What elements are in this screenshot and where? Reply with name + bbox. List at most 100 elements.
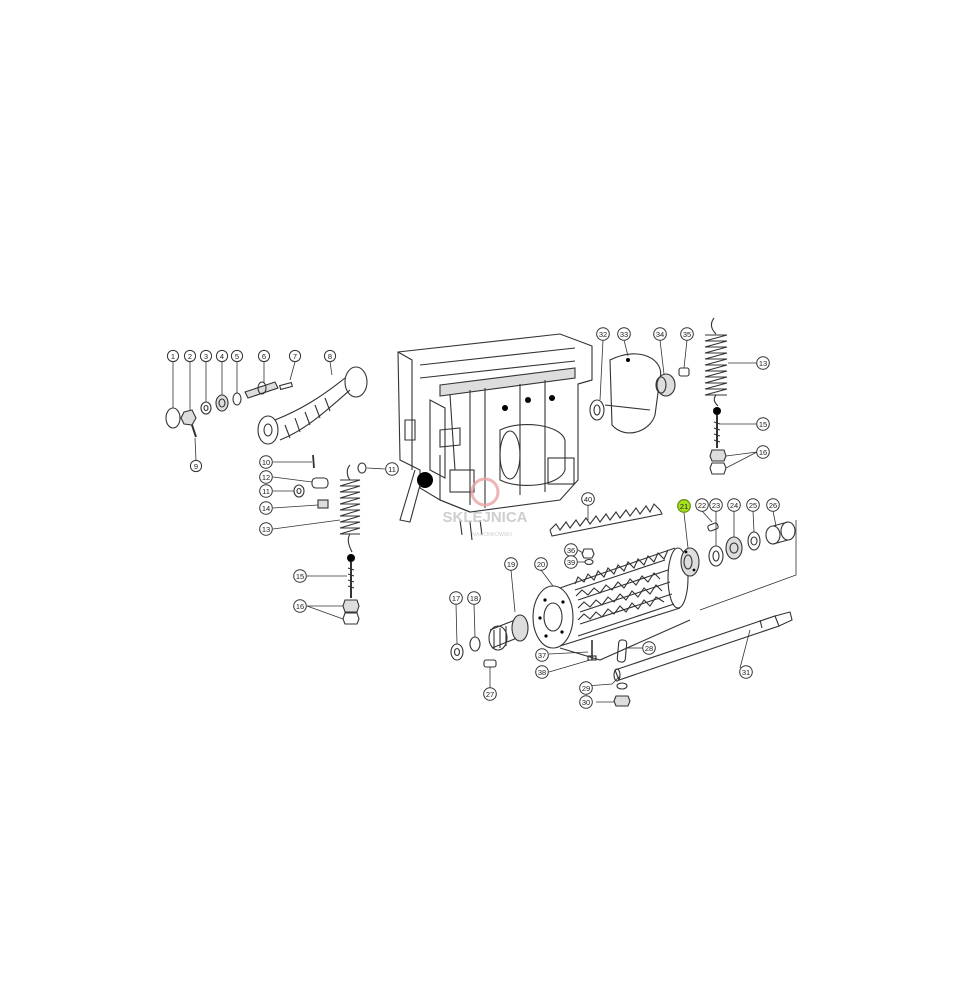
callout-7: 7: [288, 349, 302, 363]
part-11-washer-left: [293, 484, 305, 498]
part-1-cap: [165, 407, 181, 429]
callout-number: 8: [328, 352, 332, 361]
part-37-38-bolt: [587, 640, 597, 661]
callout-number: 32: [599, 330, 607, 339]
part-15-eyebolt-left: [347, 554, 355, 598]
callout-6: 6: [257, 349, 271, 363]
callout-number: 22: [698, 501, 706, 510]
callout-35: 35: [680, 327, 694, 341]
callout-number: 28: [645, 644, 653, 653]
callout-number: 1: [171, 352, 175, 361]
part-32-bearing-ring: [589, 399, 605, 421]
callout-21-highlighted: 21: [677, 499, 691, 513]
part-4-bearing: [215, 394, 229, 412]
callout-number: 16: [296, 602, 304, 611]
callout-13: 13: [756, 356, 770, 370]
callout-number: 16: [759, 448, 767, 457]
part-2-nut: [180, 409, 197, 426]
callout-9: 9: [189, 459, 203, 473]
callout-number: 30: [582, 698, 590, 707]
callout-number: 17: [452, 594, 460, 603]
callout-number: 34: [656, 330, 664, 339]
callout-circle: [385, 462, 399, 476]
part-3-washer: [200, 401, 212, 415]
callout-circle: [483, 687, 497, 701]
callout-circle: [166, 349, 180, 363]
callout-5: 5: [230, 349, 244, 363]
callout-circle: [257, 349, 271, 363]
callout-18: 18: [467, 591, 481, 605]
callout-circle: [642, 641, 656, 655]
part-16-nuts-left: [342, 599, 360, 625]
callout-31: 31: [739, 665, 753, 679]
callout-32: 32: [596, 327, 610, 341]
callout-circle: [739, 665, 753, 679]
callout-number: 21: [680, 502, 688, 511]
callout-circle: [189, 459, 203, 473]
part-27-bolt: [483, 659, 497, 668]
part-39-washer: [584, 558, 594, 566]
callout-25: 25: [746, 498, 760, 512]
callout-number: 31: [742, 668, 750, 677]
callout-number: 19: [507, 560, 515, 569]
watermark-text: SKLEJNICA: [442, 509, 527, 526]
part-9-pin: [191, 424, 197, 438]
part-15-eyebolt-right: [713, 407, 721, 448]
watermark-logo: [470, 477, 500, 507]
part-18-ring: [469, 636, 481, 652]
leader-lines: [172, 339, 797, 703]
callout-2: 2: [183, 349, 197, 363]
callout-circle: [680, 327, 694, 341]
watermark: SKLEJNICA MARCINKOWSKI: [442, 477, 528, 538]
part-34-bushing: [655, 373, 676, 397]
callout-circle: [535, 665, 549, 679]
callout-34: 34: [653, 327, 667, 341]
callout-number: 37: [538, 651, 546, 660]
callout-number: 24: [730, 501, 738, 510]
callout-22: 22: [695, 498, 709, 512]
callout-number: 11: [388, 465, 396, 474]
part-14-block: [317, 499, 329, 509]
callout-number: 36: [567, 546, 575, 555]
callout-19: 19: [504, 557, 518, 571]
main-frame-housing: [397, 333, 593, 541]
callout-20: 20: [534, 557, 548, 571]
part-21-flange: [680, 547, 700, 577]
callout-number: 13: [262, 525, 270, 534]
part-17-seal: [450, 643, 464, 661]
callout-12: 12: [259, 470, 273, 484]
callout-circle: [596, 327, 610, 341]
callout-40: 40: [581, 492, 595, 506]
callout-number: 6: [262, 352, 266, 361]
callout-number: 35: [683, 330, 691, 339]
callout-number: 18: [470, 594, 478, 603]
callout-circle: [215, 349, 229, 363]
callout-number: 7: [293, 352, 297, 361]
part-40-toothed-strip: [549, 503, 663, 537]
callout-1: 1: [166, 349, 180, 363]
callout-14: 14: [259, 501, 273, 515]
callout-number: 14: [262, 504, 270, 513]
part-5-ring: [232, 392, 242, 406]
callout-number: 2: [188, 352, 192, 361]
callout-number: 39: [567, 558, 575, 567]
callout-circle: [695, 498, 709, 512]
callout-number: 23: [712, 501, 720, 510]
callout-circle: [259, 484, 273, 498]
callout-number: 25: [749, 501, 757, 510]
callout-number: 9: [194, 462, 198, 471]
callout-circle: [653, 327, 667, 341]
part-19-hub: [488, 614, 529, 651]
part-35-bolt: [678, 367, 690, 377]
callout-circle: [746, 498, 760, 512]
part-30-nut: [613, 695, 631, 707]
callout-number: 40: [584, 495, 592, 504]
callout-number: 29: [582, 684, 590, 693]
callout-11: 11: [385, 462, 399, 476]
callout-11: 11: [259, 484, 273, 498]
callout-circle: [709, 498, 723, 512]
callout-10: 10: [259, 455, 273, 469]
callout-30: 30: [579, 695, 593, 709]
callout-circle: [756, 417, 770, 431]
callout-circle: [766, 498, 780, 512]
